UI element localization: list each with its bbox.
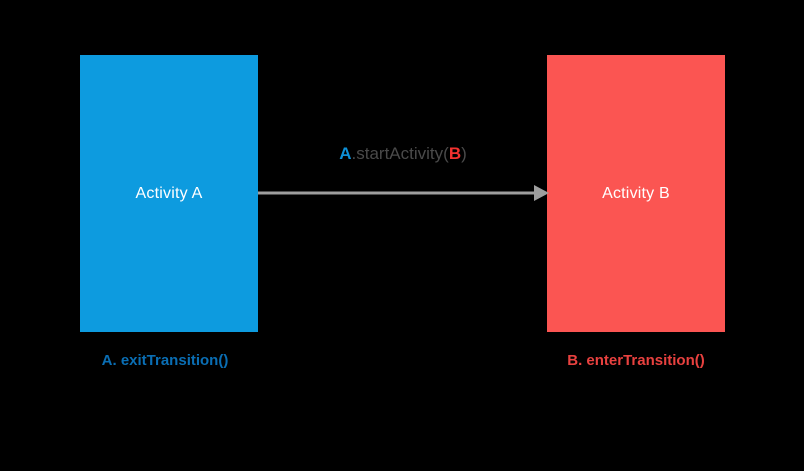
caption-token-close-paren: ) [461, 144, 467, 163]
activity-a-label: Activity A [135, 184, 203, 202]
start-activity-arrow [257, 178, 549, 208]
activity-b-label: Activity B [602, 184, 670, 202]
caption-token-method: .startActivity( [351, 144, 449, 163]
arrow-icon [258, 185, 549, 201]
activity-b-box: Activity B [547, 55, 725, 332]
activity-a-box: Activity A [80, 55, 258, 332]
exit-transition-label: A. exitTransition() [101, 352, 229, 369]
caption-token-class-b: B [448, 144, 462, 163]
caption-token-class-a: A [339, 144, 352, 163]
arrow-caption: A.startActivity(B) [257, 145, 549, 162]
enter-transition-label: B. enterTransition() [567, 352, 705, 369]
arrow-head [534, 185, 549, 201]
